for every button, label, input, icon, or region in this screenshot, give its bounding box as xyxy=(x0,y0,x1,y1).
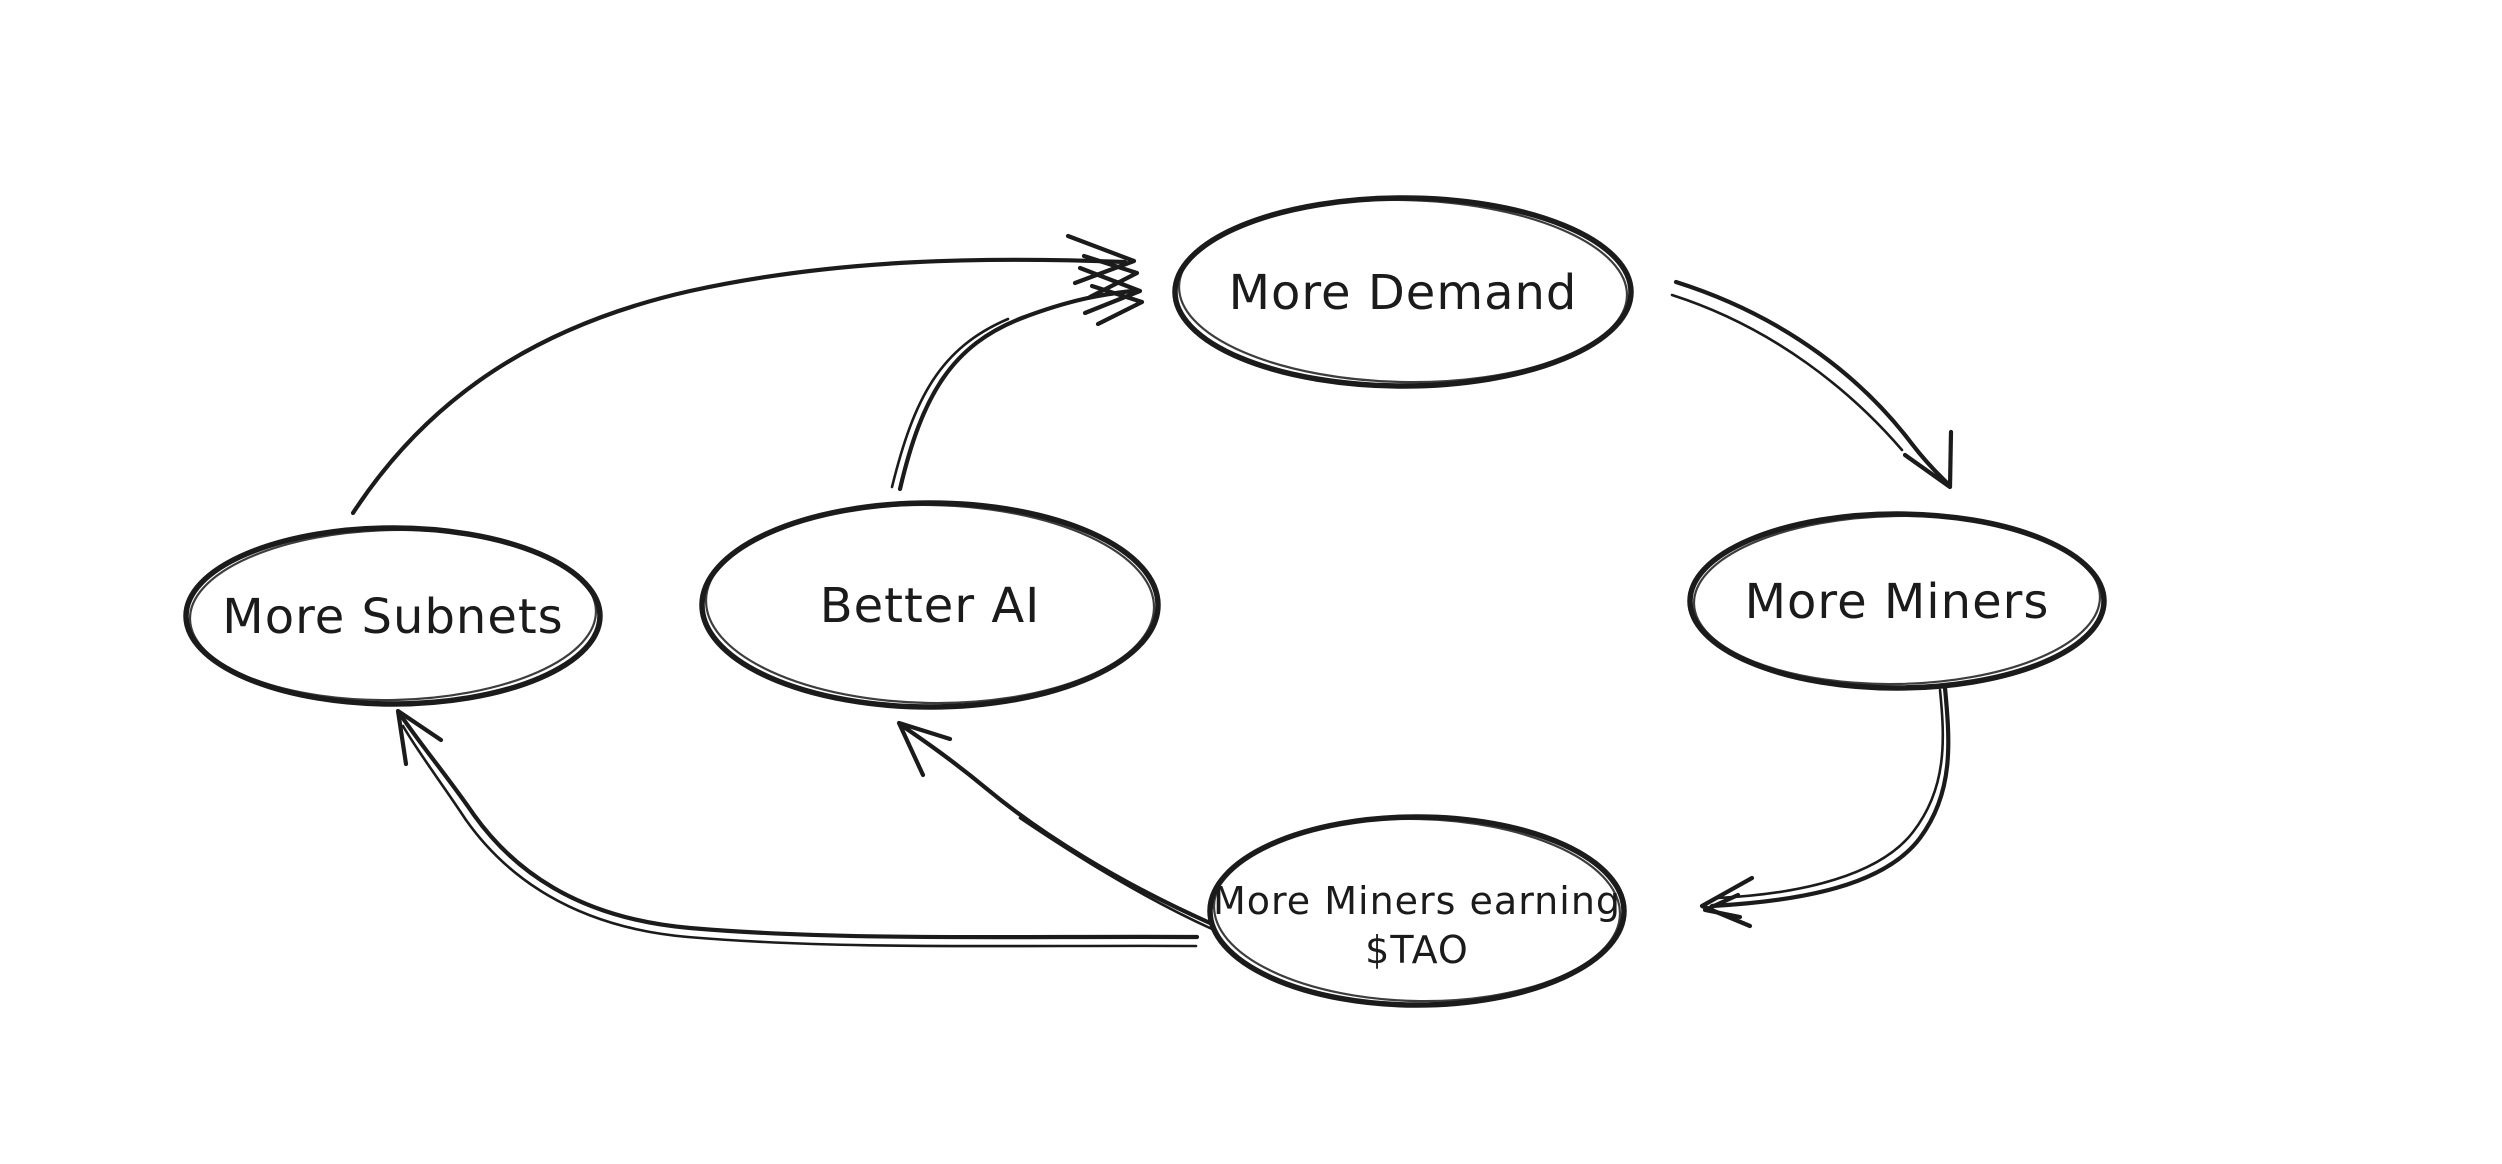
edge-better-ai-to-more-demand xyxy=(890,265,1145,492)
arrowhead-echo-icon xyxy=(1702,892,1743,920)
node-ellipse xyxy=(1207,814,1627,1008)
node-more-demand: More Demand xyxy=(1172,195,1634,389)
edge-line-echo xyxy=(1716,688,1945,900)
node-ellipse xyxy=(1687,511,2107,691)
edge-more-subnets-to-more-demand xyxy=(350,233,1140,516)
node-ellipse xyxy=(183,525,603,707)
arrowhead-icon xyxy=(896,720,953,778)
node-more-subnets: More Subnets xyxy=(183,525,603,707)
node-ellipse-echo xyxy=(704,503,1156,705)
edge-line xyxy=(350,257,1128,516)
edge-more-miners-to-miners-earning-tao xyxy=(1699,685,1951,929)
edge-line xyxy=(1673,279,1952,488)
node-miners-earning-tao: More Miners earning $TAO xyxy=(1207,814,1627,1008)
edge-miners-earning-tao-to-more-subnets xyxy=(395,708,1200,948)
node-ellipse-echo xyxy=(188,528,598,702)
edge-line xyxy=(397,711,1200,940)
node-ellipse xyxy=(699,500,1161,710)
node-label-miners-earning-tao-line1: More Miners earning xyxy=(1213,879,1621,923)
node-label-more-subnets: More Subnets xyxy=(222,589,563,645)
arrowhead-icon xyxy=(1699,875,1755,929)
arrowhead-icon xyxy=(1077,265,1143,316)
edge-line xyxy=(1709,685,1951,909)
arrowhead-echo-icon xyxy=(1089,283,1145,327)
node-label-miners-earning-tao-line2: $TAO xyxy=(1365,928,1469,972)
edge-line-echo xyxy=(401,724,1198,948)
edge-line xyxy=(898,722,1213,926)
node-ellipse-echo xyxy=(1212,817,1622,1003)
arrowhead-icon xyxy=(1902,429,1954,490)
edge-line-echo xyxy=(890,317,1010,489)
edge-line-echo xyxy=(1018,816,1214,931)
node-ellipse-echo xyxy=(1177,198,1629,384)
edge-more-demand-to-more-miners xyxy=(1670,279,1954,490)
node-ellipse-echo xyxy=(1692,514,2102,686)
node-better-ai: Better AI xyxy=(699,500,1161,710)
edge-line-echo xyxy=(1670,293,1904,452)
edge-line xyxy=(897,288,1135,492)
arrowhead-icon xyxy=(395,708,444,767)
node-more-miners: More Miners xyxy=(1687,511,2107,691)
node-label-better-ai: Better AI xyxy=(820,578,1041,634)
node-label-more-demand: More Demand xyxy=(1229,265,1578,321)
edge-miners-earning-tao-to-better-ai xyxy=(896,720,1214,931)
node-ellipse xyxy=(1172,195,1634,389)
node-label-more-miners: More Miners xyxy=(1745,574,2050,630)
